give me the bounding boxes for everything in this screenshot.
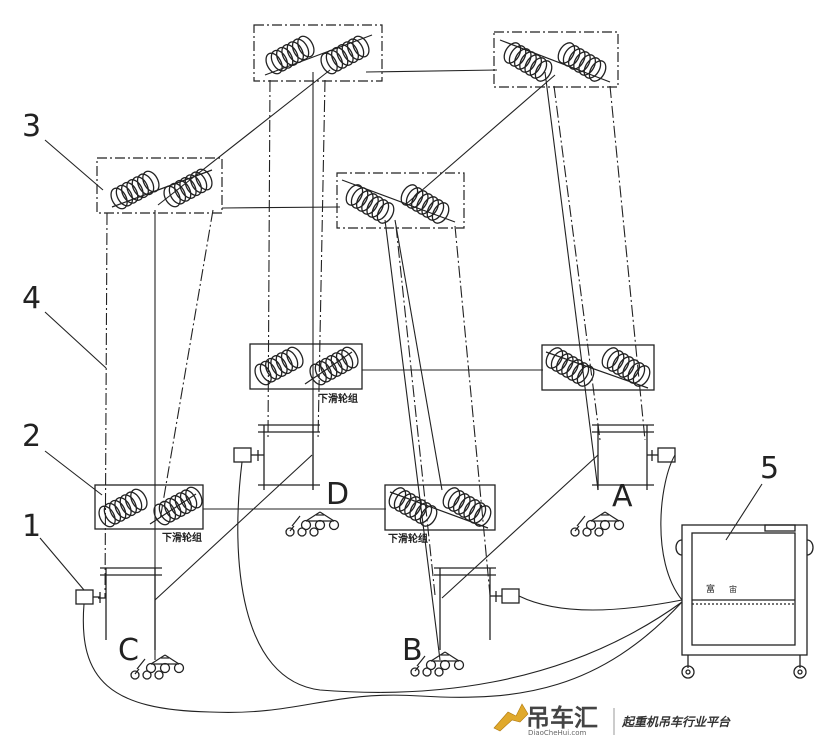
lifting-post-D — [233, 424, 320, 490]
label-2: 2 — [22, 419, 41, 454]
upper-pulley-block-top-right — [493, 31, 619, 88]
lower-pulley-block-B — [384, 484, 496, 531]
lifting-post-B — [434, 567, 520, 650]
control-cabinet — [675, 524, 814, 679]
watermark-logo — [493, 703, 615, 735]
cable-connections — [154, 69, 599, 661]
lower-pulley-block-A — [541, 344, 655, 391]
guide-lines — [104, 79, 646, 599]
wheel-base-A — [570, 511, 625, 537]
label-4: 4 — [22, 281, 41, 316]
lower-pulley-block-C — [94, 483, 206, 531]
upper-pulley-block-middle — [336, 172, 465, 229]
cabinet-mark-2: 宙 — [729, 584, 737, 594]
control-cables — [82, 454, 683, 713]
cabinet-mark-1: 富 — [706, 583, 715, 595]
watermark-brand-cn: 吊车汇 — [526, 704, 598, 732]
upper-pulley-block-top-center — [253, 24, 383, 82]
label-3: 3 — [22, 109, 41, 144]
wheel-base-D — [285, 511, 340, 537]
upper-pulley-block-left — [96, 157, 223, 214]
pulley-label-B: 下滑轮组 — [388, 532, 428, 545]
leader-lines — [39, 139, 763, 591]
post-label-D: D — [326, 477, 349, 512]
lower-pulley-block-D — [249, 343, 363, 390]
pulley-label-C: 下滑轮组 — [162, 531, 202, 544]
post-label-B: B — [402, 633, 423, 668]
lifting-post-C — [75, 567, 162, 650]
post-label-C: C — [118, 633, 139, 668]
label-5: 5 — [760, 451, 779, 486]
post-label-A: A — [612, 479, 633, 514]
label-1: 1 — [22, 509, 41, 544]
watermark-tagline: 起重机吊车行业平台 — [621, 715, 731, 729]
watermark-brand-en: DiaoCheHui.com — [528, 729, 587, 737]
lifting-post-A — [592, 424, 676, 490]
pulley-label-D: 下滑轮组 — [318, 392, 358, 405]
